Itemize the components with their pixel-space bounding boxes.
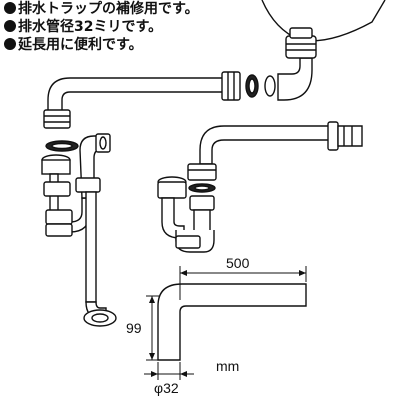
pipe-profile xyxy=(157,283,307,361)
diameter-label: φ32 xyxy=(154,380,179,396)
sink-bowl xyxy=(261,0,386,42)
feature-item: 延長用に便利です。 xyxy=(4,36,199,54)
p-trap-assembly xyxy=(157,121,363,253)
bullet-icon xyxy=(4,38,16,50)
feature-text: 延長用に便利です。 xyxy=(18,37,143,53)
bullet-icon xyxy=(4,20,16,32)
bullet-icon xyxy=(4,2,16,14)
feature-item: 排水トラップの補修用です。 xyxy=(4,0,199,18)
feature-text: 排水管径32ミリです。 xyxy=(18,19,163,35)
feature-item: 排水管径32ミリです。 xyxy=(4,18,199,36)
length-label: 500 xyxy=(226,255,250,271)
s-trap-assembly xyxy=(41,133,117,327)
horizontal-pipe-assembly xyxy=(43,27,317,129)
unit-label: mm xyxy=(216,358,239,374)
height-label: 99 xyxy=(126,320,142,336)
feature-text: 排水トラップの補修用です。 xyxy=(18,1,199,17)
dimension-drawing: 500 99 φ32 mm xyxy=(126,255,307,396)
feature-list: 排水トラップの補修用です。 排水管径32ミリです。 延長用に便利です。 xyxy=(4,0,199,54)
